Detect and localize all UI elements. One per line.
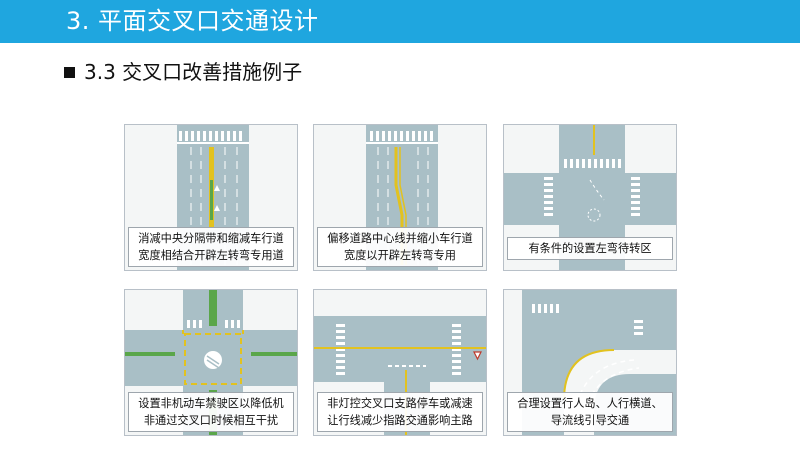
panel-2-caption: 偏移道路中心线并缩小车行道 宽度以开辟左转弯专用: [317, 227, 483, 267]
header-bar: 3. 平面交叉口交通设计: [0, 0, 800, 43]
panel-5-caption: 非灯控交叉口支路停车或减速 让行线减少指路交通影响主路: [317, 392, 483, 432]
panel-3-caption: 有条件的设置左弯待转区: [507, 237, 673, 260]
panel-6-caption: 合理设置行人岛、人行横道、 导流线引导交通: [507, 392, 673, 432]
panel-1-caption: 消减中央分隔带和缩减车行道 宽度相结合开辟左转弯专用道: [128, 227, 294, 267]
caption-line: 设置非机动车禁驶区以降低机: [138, 397, 284, 410]
panel-4-caption: 设置非机动车禁驶区以降低机 非通过交叉口时候相互干扰: [128, 392, 294, 432]
example-panel-3: 有条件的设置左弯待转区: [503, 124, 677, 271]
caption-line: 偏移道路中心线并缩小车行道: [327, 232, 473, 245]
yield-triangle-icon: [473, 351, 482, 361]
example-panel-4: 设置非机动车禁驶区以降低机 非通过交叉口时候相互干扰: [124, 289, 298, 436]
caption-line: 消减中央分隔带和缩减车行道: [138, 232, 284, 245]
caption-line: 非灯控交叉口支路停车或减速: [327, 397, 473, 410]
caption-line: 非通过交叉口时候相互干扰: [143, 414, 279, 427]
caption-line: 合理设置行人岛、人行横道、: [517, 397, 663, 410]
example-panel-1: 消减中央分隔带和缩减车行道 宽度相结合开辟左转弯专用道: [124, 124, 298, 271]
example-panel-2: 偏移道路中心线并缩小车行道 宽度以开辟左转弯专用: [313, 124, 487, 271]
caption-line: 导流线引导交通: [550, 414, 630, 427]
caption-line: 让行线减少指路交通影响主路: [327, 414, 473, 427]
section-heading: 3.3 交叉口改善措施例子: [64, 58, 302, 86]
square-bullet-icon: [64, 66, 75, 78]
caption-line: 宽度以开辟左转弯专用: [344, 249, 456, 262]
page-title: 3. 平面交叉口交通设计: [66, 7, 319, 35]
example-panel-5: 非灯控交叉口支路停车或减速 让行线减少指路交通影响主路: [313, 289, 487, 436]
caption-line: 宽度相结合开辟左转弯专用道: [138, 249, 284, 262]
example-panel-6: 合理设置行人岛、人行横道、 导流线引导交通: [503, 289, 677, 436]
caption-line: 有条件的设置左弯待转区: [528, 242, 652, 255]
section-title: 3.3 交叉口改善措施例子: [84, 60, 303, 84]
